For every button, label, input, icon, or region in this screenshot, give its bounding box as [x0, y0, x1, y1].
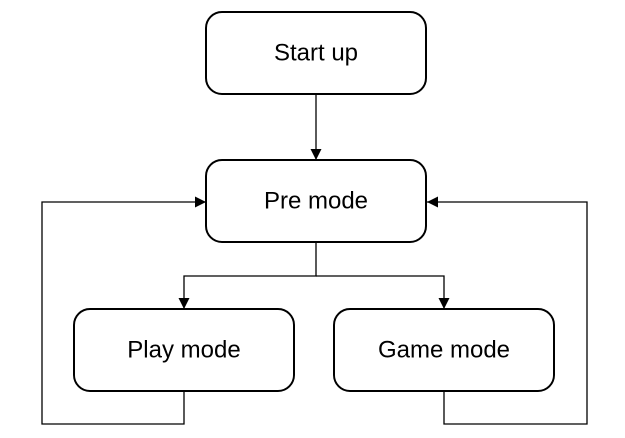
- edge-game-back-to-pre: [427, 196, 588, 425]
- node-game-mode-label: Game mode: [378, 337, 510, 364]
- node-play-mode-box: [73, 308, 295, 392]
- node-play-mode: Play mode: [73, 308, 295, 392]
- edge-pre-to-game: [316, 275, 450, 309]
- node-start-up-label: Start up: [274, 40, 358, 67]
- node-start-up-box: [205, 11, 427, 95]
- node-game-mode-box: [333, 308, 555, 392]
- node-pre-mode-box: [205, 159, 427, 243]
- node-play-mode-label: Play mode: [127, 337, 240, 364]
- node-pre-mode: Pre mode: [205, 159, 427, 243]
- node-game-mode: Game mode: [333, 308, 555, 392]
- edge-play-back-to-pre: [41, 196, 206, 425]
- edge-pre-to-split: [178, 243, 317, 309]
- node-pre-mode-label: Pre mode: [264, 188, 368, 215]
- node-start-up: Start up: [205, 11, 427, 95]
